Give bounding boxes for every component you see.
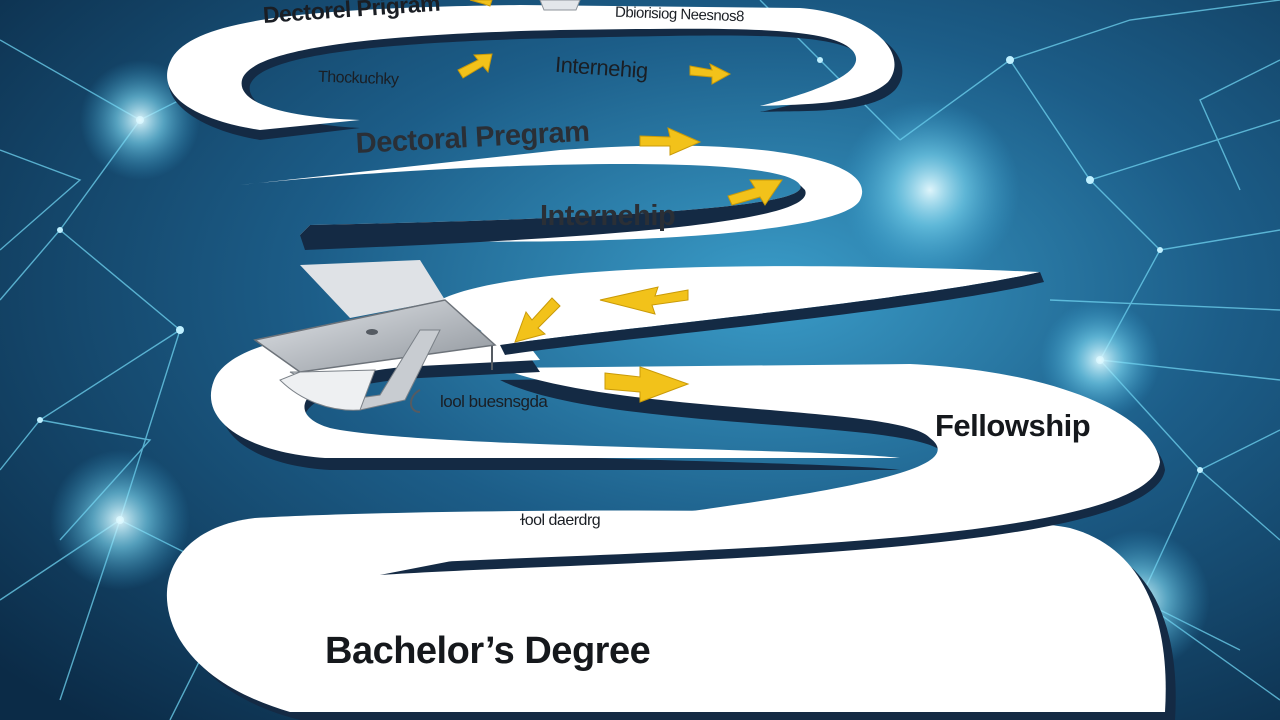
arrow-icon	[514, 297, 561, 343]
arrow-icon	[604, 366, 690, 403]
fellowship-label: Fellowship	[935, 408, 1091, 443]
arrow-icon	[457, 53, 493, 79]
arrow-icon	[469, 0, 493, 7]
small-label-2: lool buesnsgda	[440, 392, 548, 411]
graduation-cap-icon	[253, 260, 497, 413]
cup-icon	[539, 0, 581, 11]
small-label-3: ɫool daerdrg	[520, 512, 601, 529]
arrow-icon	[727, 179, 783, 206]
arrows	[457, 0, 783, 403]
internship-label: Internehip	[540, 200, 676, 232]
arrow-icon	[689, 63, 732, 85]
arrow-icon	[599, 286, 689, 315]
bachelors-degree-label: Bachelor’s Degree	[325, 630, 651, 672]
small-label-1: Thockuchky	[317, 68, 399, 89]
arrow-icon	[639, 127, 702, 156]
winding-road	[166, 5, 1176, 720]
